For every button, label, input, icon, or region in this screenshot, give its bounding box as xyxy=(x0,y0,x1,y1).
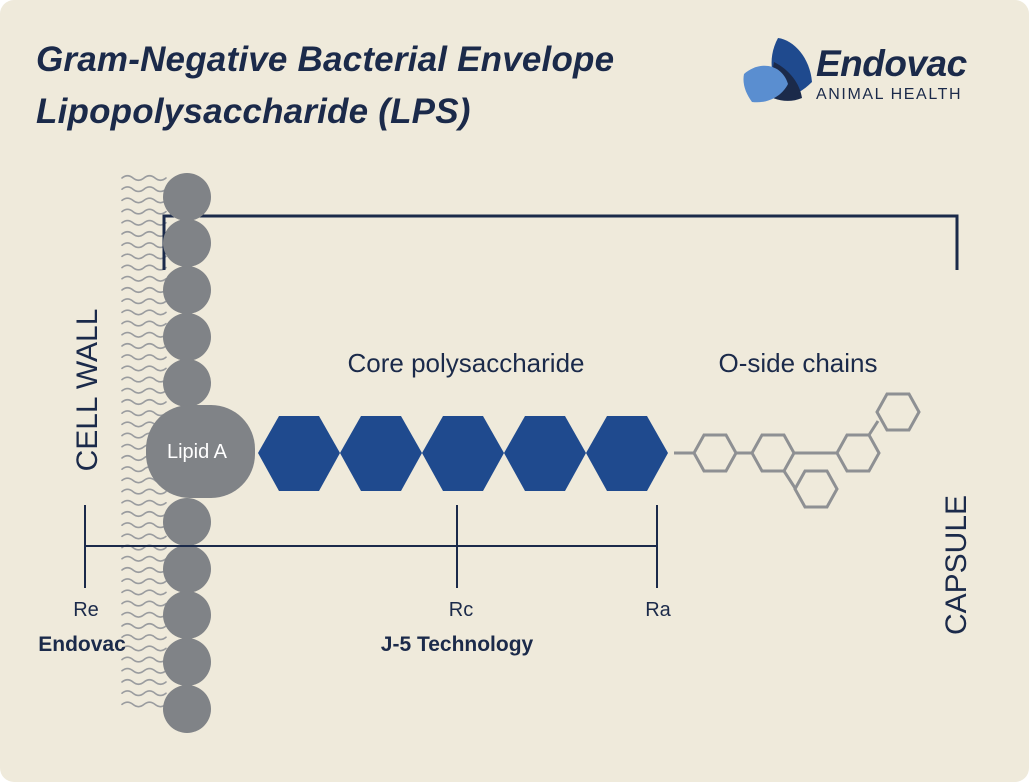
capsule-label: CAPSULE xyxy=(940,495,973,635)
title-line-1: Gram-Negative Bacterial Envelope xyxy=(36,40,615,79)
lipid-tail xyxy=(121,309,167,316)
o-chain-ring xyxy=(750,433,796,473)
logo-subtitle: ANIMAL HEALTH xyxy=(816,86,963,103)
bead xyxy=(163,545,211,593)
lipid-tail xyxy=(121,522,167,529)
core-hexagon xyxy=(504,416,586,491)
lipid-tail xyxy=(121,589,167,596)
lipid-tail xyxy=(121,320,167,327)
core-hexagons xyxy=(258,416,668,491)
lipid-tail xyxy=(121,186,167,193)
core-hexagon xyxy=(586,416,668,491)
logo-name: Endovac xyxy=(816,43,967,84)
lipid-tail xyxy=(121,667,167,674)
o-side-chains-label: O-side chains xyxy=(719,348,878,378)
lipid-tail xyxy=(121,499,167,506)
o-chain-ring xyxy=(875,392,921,432)
lipid-tail xyxy=(121,219,167,226)
marker-ra-label: Ra xyxy=(645,599,671,621)
lipid-tail xyxy=(121,275,167,282)
o-side-chains xyxy=(674,392,921,509)
lps-bracket xyxy=(162,214,959,270)
o-chain-ring xyxy=(793,469,839,509)
endovac-product-label: Endovac xyxy=(38,633,126,656)
lipid-tail xyxy=(121,510,167,518)
o-chain-ring xyxy=(835,433,881,473)
bead xyxy=(163,359,211,407)
bead xyxy=(163,266,211,314)
lipid-tail xyxy=(121,174,167,182)
lipid-tail xyxy=(121,410,167,417)
marker-re-label: Re xyxy=(73,599,99,621)
lipid-tail xyxy=(121,298,167,305)
core-hexagon xyxy=(258,416,340,491)
core-polysaccharide-label: Core polysaccharide xyxy=(347,348,584,378)
logo-mark-icon xyxy=(743,38,812,103)
lipid-tail xyxy=(121,342,167,350)
lipid-tail xyxy=(121,331,167,338)
lipid-tail xyxy=(121,488,167,495)
lipid-a-label: Lipid A xyxy=(167,441,228,463)
lipid-tail xyxy=(121,242,167,249)
page-title: Gram-Negative Bacterial Envelope Lipopol… xyxy=(36,34,614,138)
lipid-tail xyxy=(121,634,167,641)
lipid-tail xyxy=(121,566,167,574)
cell-wall-beads xyxy=(163,173,211,733)
lipid-tail xyxy=(121,600,167,607)
logo-light-wing xyxy=(743,65,788,103)
lipid-tail xyxy=(121,578,167,585)
lipid-tail xyxy=(121,208,167,215)
cell-wall-label: CELL WALL xyxy=(71,309,104,472)
lipid-tail xyxy=(121,555,167,562)
lipid-a-shape xyxy=(146,405,255,498)
lipid-tail xyxy=(121,611,167,618)
lipid-tail xyxy=(121,701,167,708)
marker-rc-label: Rc xyxy=(449,599,473,621)
title-line-2: Lipopolysaccharide (LPS) xyxy=(36,92,471,131)
lipid-tail xyxy=(121,645,167,652)
bead xyxy=(163,173,211,221)
core-hexagon xyxy=(422,416,504,491)
chain-link xyxy=(867,420,880,436)
lipid-tail xyxy=(121,197,167,204)
lipid-tail xyxy=(121,690,167,697)
bead xyxy=(163,685,211,733)
lipid-tail xyxy=(121,387,167,394)
bead xyxy=(163,591,211,639)
bead xyxy=(163,313,211,361)
marker-scale xyxy=(84,505,658,588)
o-chain-ring xyxy=(692,433,738,473)
bead xyxy=(163,638,211,686)
lipid-tail xyxy=(121,365,167,372)
core-hexagon xyxy=(340,416,422,491)
lipid-tail xyxy=(121,253,167,260)
j5-technology-label: J-5 Technology xyxy=(381,633,534,656)
bead xyxy=(163,219,211,267)
lipid-tail xyxy=(121,398,167,406)
lipid-tail xyxy=(121,230,167,238)
lipid-tail xyxy=(121,354,167,361)
bead xyxy=(163,498,211,546)
lipid-tail xyxy=(121,656,167,663)
lipid-tail xyxy=(121,533,167,540)
lipid-tail xyxy=(121,376,167,383)
lipid-tail xyxy=(121,264,167,271)
lipid-tail xyxy=(121,678,167,686)
lipid-tail xyxy=(121,622,167,630)
endovac-logo: Endovac ANIMAL HEALTH xyxy=(742,34,992,110)
lipid-tail xyxy=(121,286,167,294)
chain-link xyxy=(782,470,797,489)
